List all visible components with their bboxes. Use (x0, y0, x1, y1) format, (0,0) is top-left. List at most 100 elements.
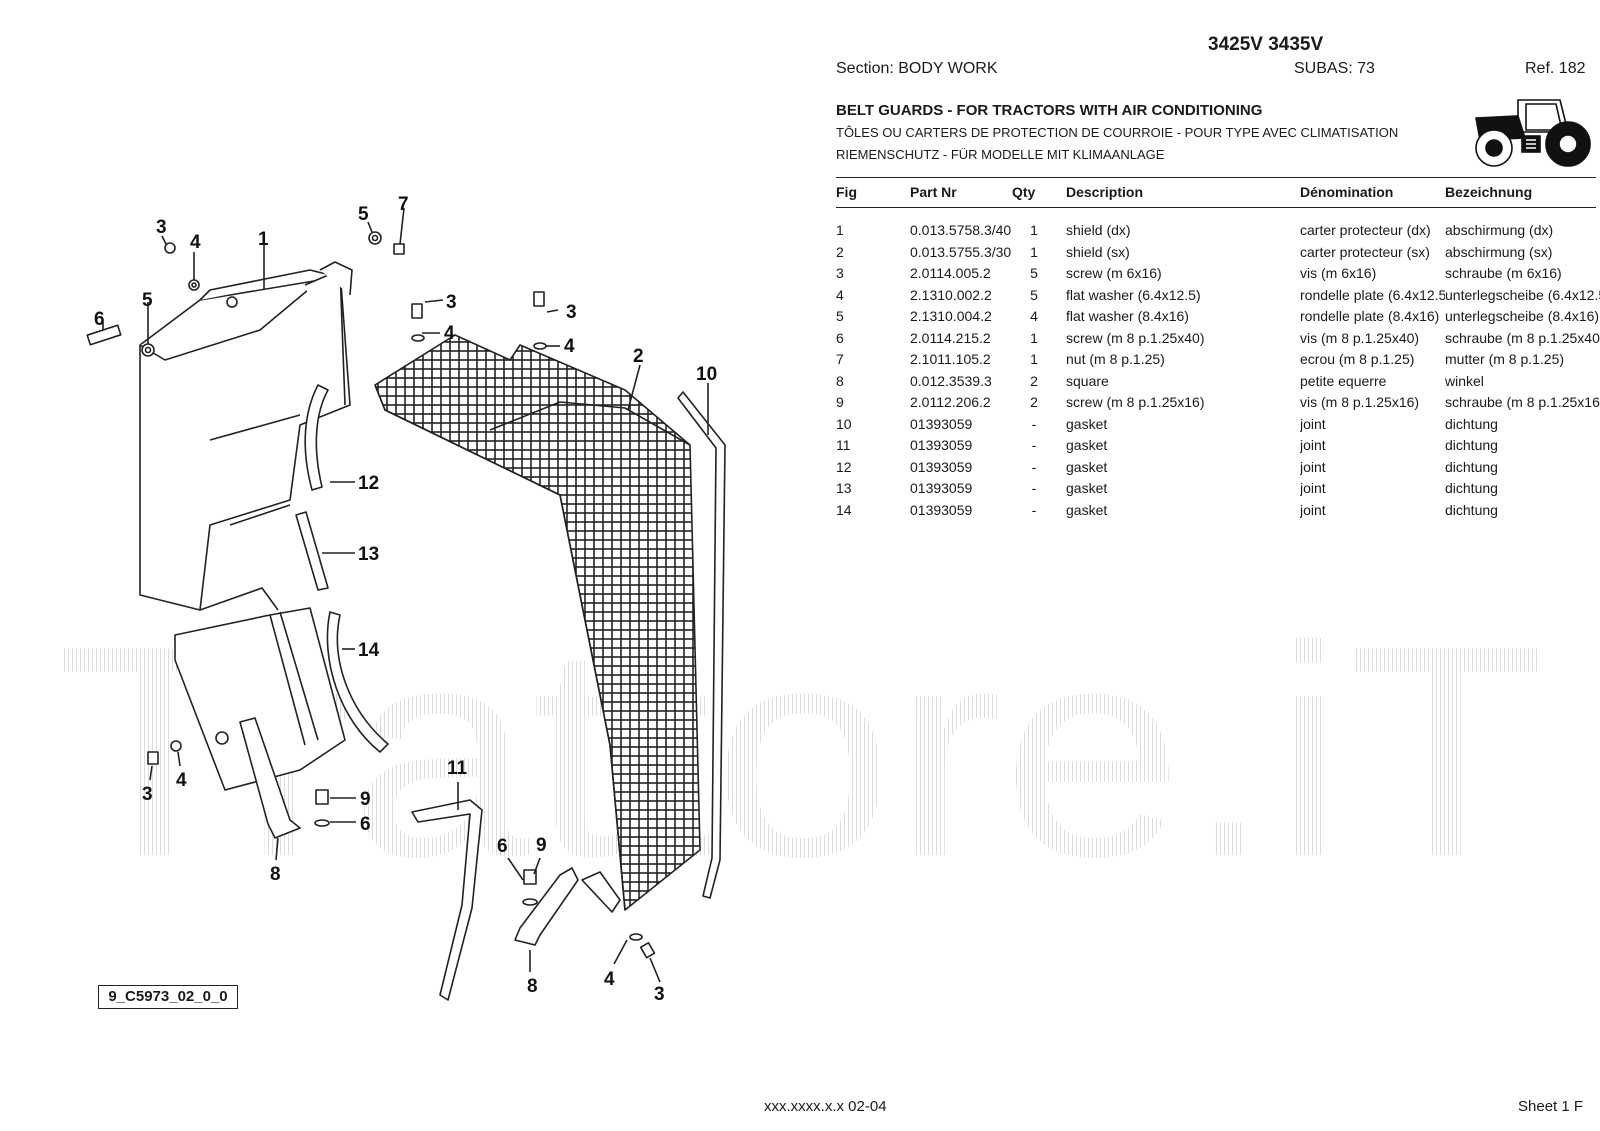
cell-description: gasket (1066, 437, 1108, 453)
gasket-11-part (411, 799, 483, 1001)
column-header-qty: Qty (1012, 184, 1036, 200)
cell-bezeichnung: dichtung (1445, 458, 1498, 475)
cell-fig: 10 (836, 415, 852, 432)
cell-qty: 1 (1030, 329, 1038, 346)
cell-qty: 2 (1030, 372, 1038, 389)
title-german: RIEMENSCHUTZ - FÜR MODELLE MIT KLIMAANLA… (836, 147, 1165, 162)
callout-9: 9 (536, 835, 547, 856)
cell-part-nr: 2.0114.215.2 (910, 329, 991, 346)
callout-5: 5 (358, 204, 369, 225)
cell-bezeichnung: dichtung (1445, 437, 1498, 453)
cell-qty: - (1031, 501, 1037, 518)
cell-qty: 5 (1030, 286, 1038, 303)
cell-denomination: rondelle plate (6.4x12.5 (1300, 286, 1445, 303)
fasteners (86, 231, 656, 959)
cell-fig: 5 (836, 308, 844, 324)
exploded-parts-drawing: 1 2 3 4 5 7 5 6 3 4 3 4 10 12 13 14 3 4 … (86, 194, 726, 1005)
cell-description: square (1066, 372, 1109, 389)
cell-denomination: vis (m 8 p.1.25x16) (1300, 394, 1420, 410)
section-label: Section: BODY WORK (836, 60, 998, 77)
cell-bezeichnung: unterlegscheibe (6.4x12.5 (1445, 286, 1600, 303)
cell-part-nr: 2.0114.005.2 (910, 265, 991, 281)
callout-6: 6 (497, 836, 508, 857)
gasket-12-part (304, 384, 329, 491)
callout-5: 5 (142, 290, 153, 311)
square-8-left-part (239, 717, 301, 839)
callout-3: 3 (566, 302, 577, 323)
callout-3: 3 (142, 784, 153, 805)
drawing-code-label: 9_C5973_02_0_0 (98, 985, 238, 1009)
cell-fig: 3 (836, 265, 844, 281)
cell-denomination: joint (1300, 458, 1326, 475)
cell-fig: 12 (836, 458, 852, 475)
callout-3: 3 (156, 217, 167, 238)
cell-part-nr: 01393059 (910, 437, 973, 453)
cell-qty: 4 (1030, 308, 1038, 324)
cell-qty: - (1031, 437, 1037, 453)
cell-description: screw (m 6x16) (1066, 265, 1162, 281)
cell-denomination: joint (1300, 501, 1326, 518)
cell-fig: 8 (836, 372, 844, 389)
cell-fig: 6 (836, 329, 844, 346)
cell-bezeichnung: winkel (1445, 372, 1484, 389)
model-title: 3425V 3435V (1208, 34, 1324, 55)
gasket-13-part (295, 511, 329, 591)
square-8-mesh-part (581, 871, 621, 913)
title-french: TÔLES OU CARTERS DE PROTECTION DE COURRO… (836, 125, 1399, 140)
callout-6: 6 (360, 814, 371, 835)
cell-part-nr: 01393059 (910, 415, 973, 432)
cell-description: shield (dx) (1066, 222, 1131, 238)
cell-description: screw (m 8 p.1.25x16) (1066, 394, 1205, 410)
callout-8: 8 (270, 864, 281, 885)
cell-bezeichnung: schraube (m 8 p.1.25x16 (1445, 394, 1600, 410)
gasket-14-part (326, 611, 389, 753)
cell-denomination: vis (m 6x16) (1300, 265, 1377, 281)
cell-part-nr: 01393059 (910, 458, 973, 475)
title-english: BELT GUARDS - FOR TRACTORS WITH AIR COND… (836, 102, 1263, 119)
cell-part-nr: 01393059 (910, 501, 973, 518)
cell-qty: - (1031, 480, 1037, 496)
cell-bezeichnung: mutter (m 8 p.1.25) (1445, 351, 1565, 367)
cell-description: nut (m 8 p.1.25) (1066, 351, 1165, 367)
cell-description: gasket (1066, 480, 1108, 496)
cell-fig: 7 (836, 351, 844, 367)
cell-description: flat washer (6.4x12.5) (1066, 286, 1201, 303)
cell-bezeichnung: unterlegscheibe (8.4x16) (1445, 308, 1600, 324)
callout-numbers: 1 2 3 4 5 7 5 6 3 4 3 4 10 12 13 14 3 4 … (94, 194, 717, 1005)
cell-fig: 11 (836, 437, 851, 453)
cell-denomination: carter protecteur (dx) (1300, 222, 1431, 238)
cell-part-nr: 2.0112.206.2 (910, 394, 991, 410)
cell-bezeichnung: dichtung (1445, 501, 1498, 518)
leader-lines (102, 207, 709, 983)
callout-10: 10 (696, 364, 717, 385)
column-header-denomination: Dénomination (1300, 184, 1394, 200)
cell-part-nr: 0.013.5755.3/30 (910, 243, 1012, 260)
column-header-part-nr: Part Nr (910, 184, 957, 200)
cell-bezeichnung: dichtung (1445, 415, 1498, 432)
column-header-bezeichnung: Bezeichnung (1445, 184, 1533, 200)
cell-description: gasket (1066, 458, 1108, 475)
callout-8: 8 (527, 976, 538, 997)
cell-qty: 1 (1030, 243, 1038, 260)
cell-fig: 4 (836, 286, 844, 303)
cell-description: gasket (1066, 415, 1108, 432)
cell-denomination: petite equerre (1300, 372, 1387, 389)
cell-description: shield (sx) (1066, 243, 1130, 260)
callout-3: 3 (654, 984, 665, 1005)
cell-qty: - (1031, 458, 1037, 475)
callout-12: 12 (358, 473, 379, 494)
callout-13: 13 (358, 544, 379, 565)
cell-bezeichnung: abschirmung (dx) (1445, 222, 1554, 238)
cell-part-nr: 01393059 (910, 480, 973, 496)
column-header-description: Description (1066, 184, 1144, 200)
callout-14: 14 (358, 640, 380, 661)
footer-sheet-number: Sheet 1 F (1518, 1098, 1584, 1115)
